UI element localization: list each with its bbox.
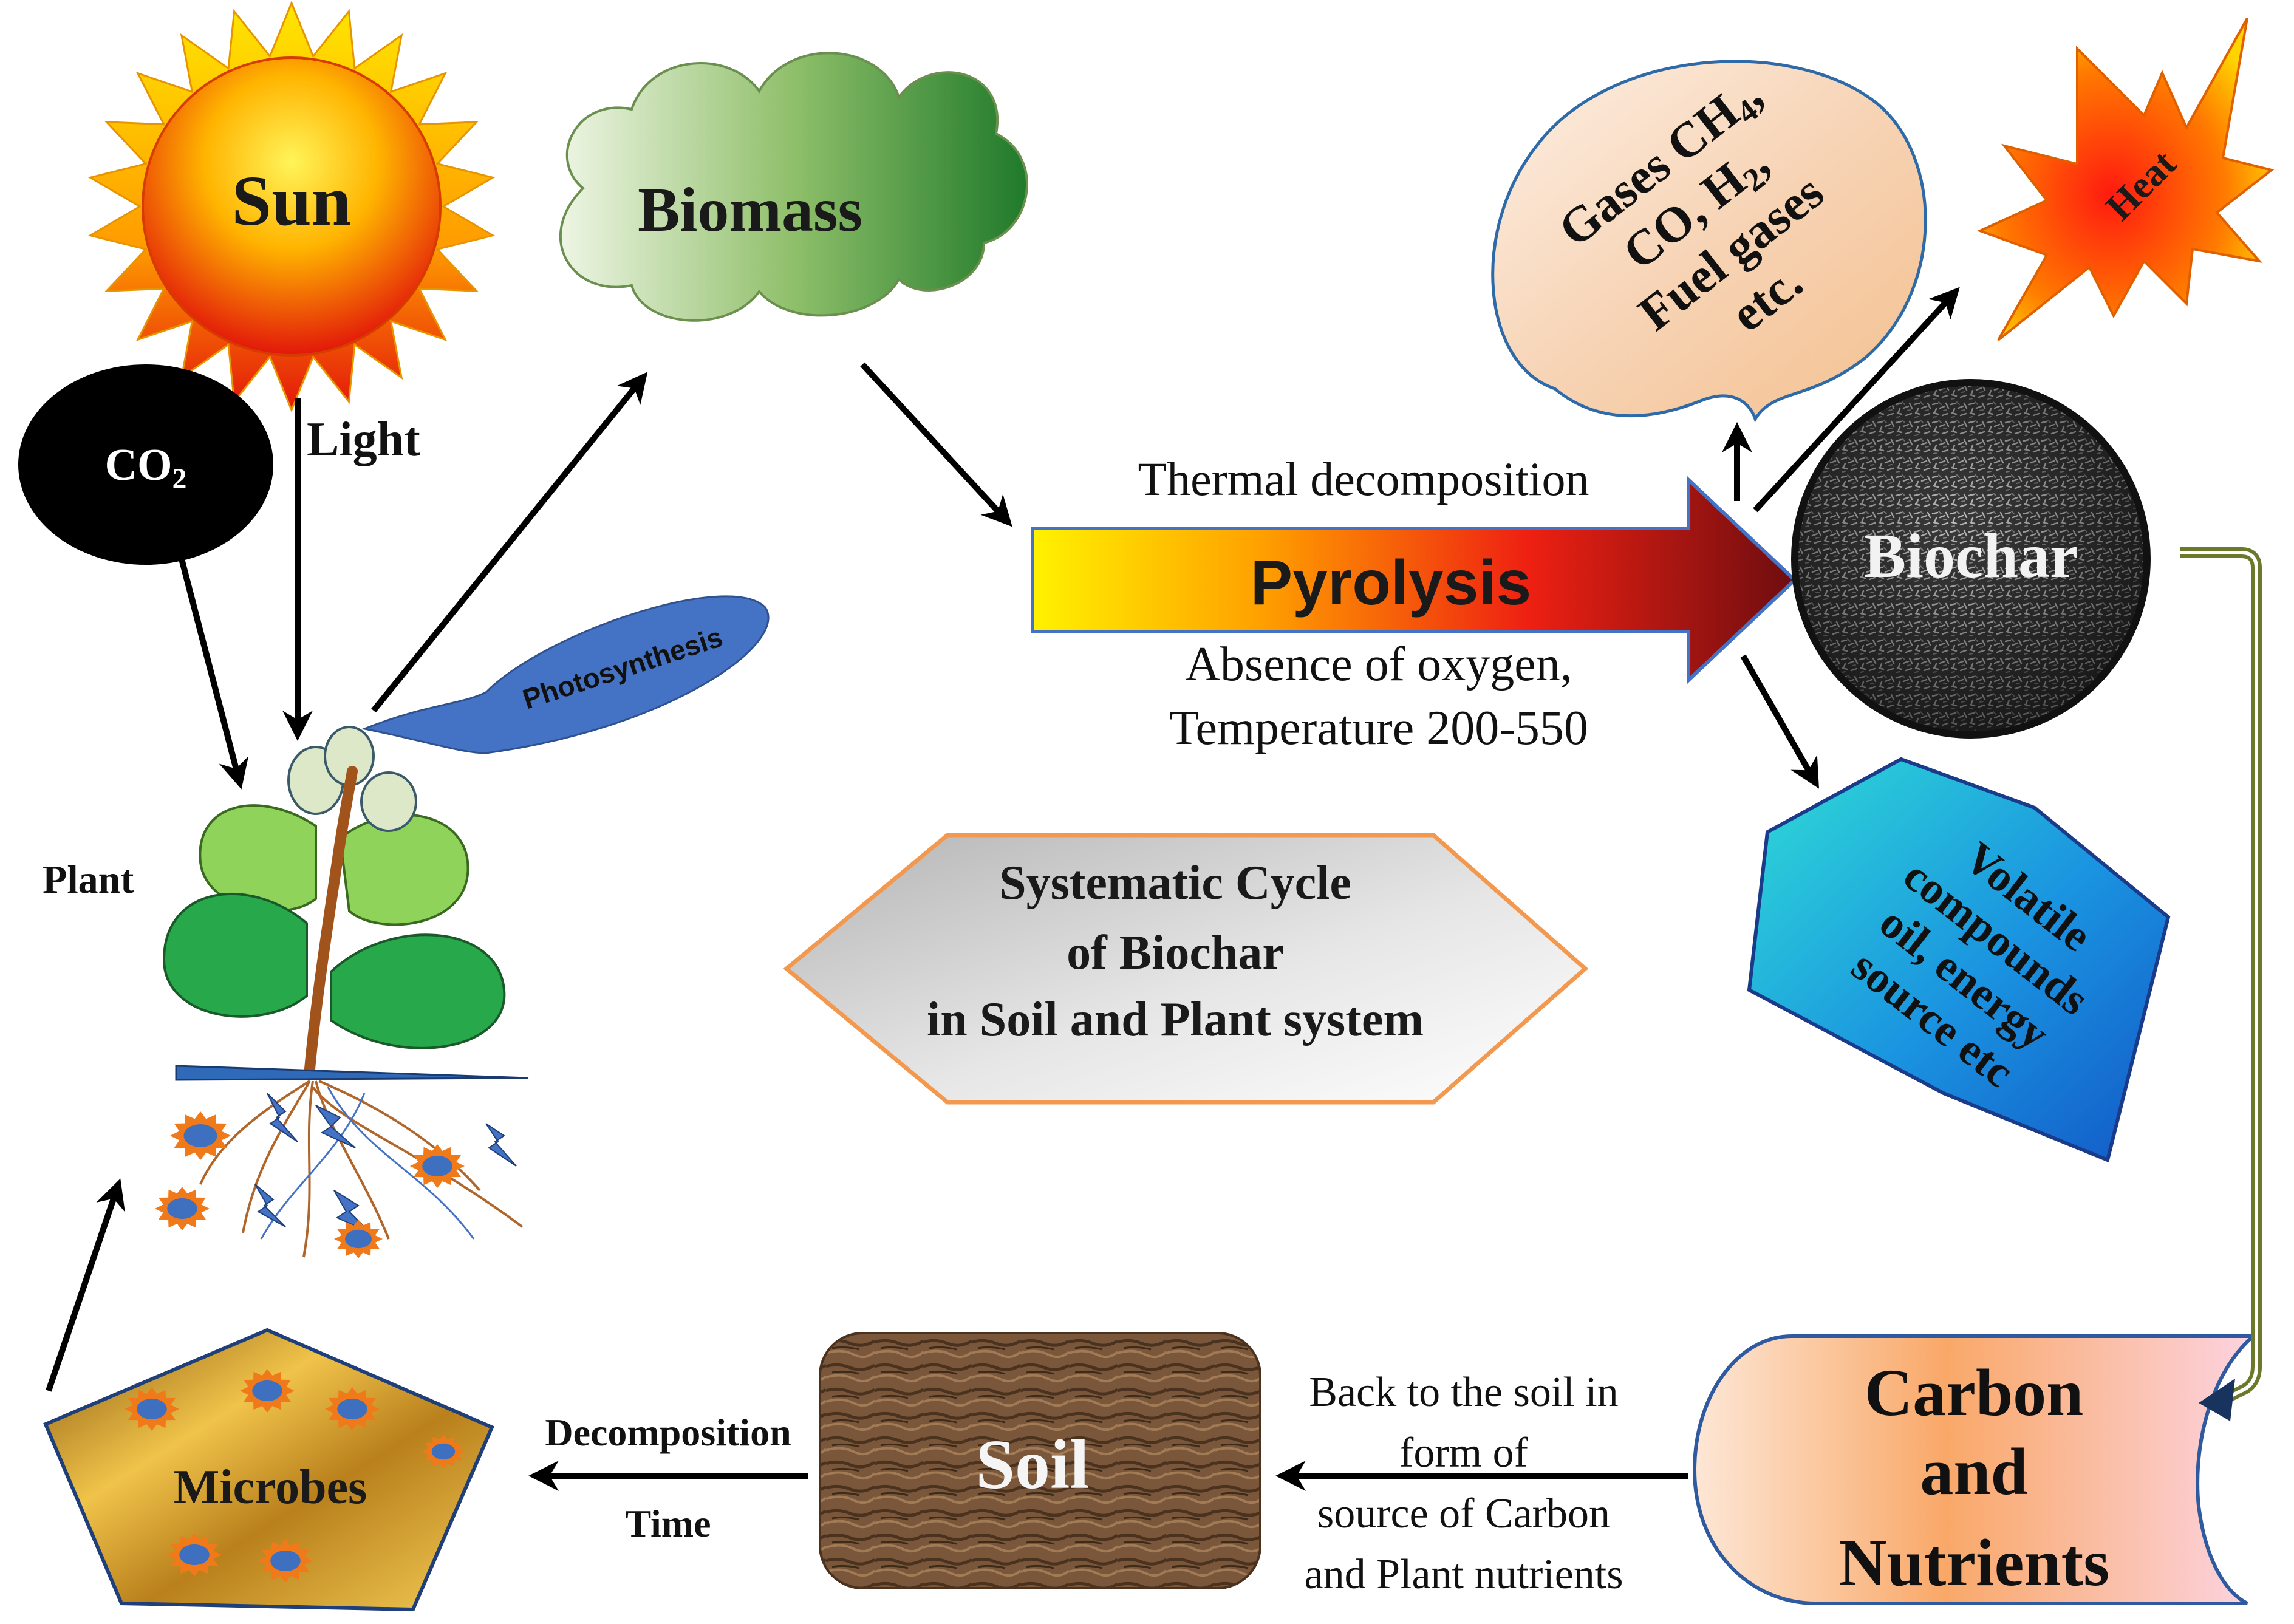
carbon-node: Carbon and Nutrients [1692, 1334, 2259, 1605]
root-microbe-0-inner [183, 1124, 217, 1147]
thermal-label: Thermal decomposition [1138, 452, 1589, 505]
pyrolysis-arrow [1031, 476, 1798, 684]
carbon-line-2: and [1920, 1435, 2027, 1509]
feedback-arrow [2180, 547, 2262, 1421]
root-microbe-1-inner [167, 1198, 197, 1220]
biomass-cloud [559, 52, 1028, 322]
pentagon-microbe-0-inner [137, 1398, 167, 1420]
heat-node: Heat [1976, 18, 2275, 341]
pentagon-microbe-5-inner [270, 1550, 301, 1572]
sun-node: Sun [87, 1, 496, 412]
carbon-line-3: Nutrients [1838, 1526, 2109, 1600]
arrow-co2-plant [176, 548, 249, 790]
back-line-1: Back to the soil in [1309, 1369, 1618, 1416]
gases-node: Gases CH4, CO, H2, Fuel gases etc. [1491, 60, 1927, 423]
cycle-hexagon [783, 833, 1589, 1105]
root-microbe-3-inner [345, 1229, 372, 1249]
leaf-lower-left [162, 893, 308, 1018]
soil-block [819, 1332, 1261, 1589]
time-label: Time [625, 1502, 711, 1545]
ground-line [175, 1065, 529, 1081]
leaf-lower-right [330, 933, 506, 1049]
heat-burst [1976, 18, 2275, 341]
pentagon-microbe-1-inner [252, 1380, 282, 1402]
microbes-label: Microbes [174, 1461, 367, 1514]
back-line-4: and Plant nutrients [1305, 1551, 1623, 1598]
flow-arrows [46, 287, 1960, 1491]
pentagon-microbe-2-inner [337, 1398, 367, 1420]
plant-node: Plant [43, 726, 529, 1258]
back-line-3: source of Carbon [1317, 1490, 1610, 1537]
photosynthesis-bubble [361, 595, 770, 754]
soil-node: Soil [819, 1332, 1261, 1589]
gases-bubble [1491, 60, 1927, 423]
root-microbes [155, 1111, 465, 1258]
arrow-plant-biomass [371, 372, 648, 713]
root-microbe-2-inner [422, 1155, 452, 1177]
sun-disc [142, 56, 442, 357]
cycle-line-3: in Soil and Plant system [927, 993, 1424, 1046]
plant-roots [199, 1080, 524, 1258]
biochar-shade [1798, 386, 2143, 731]
pyrolysis-node: Thermal decomposition Pyrolysis Absence … [1031, 452, 1798, 755]
carbon-line-1: Carbon [1865, 1356, 2084, 1430]
feedback-arrow-head [2199, 1379, 2235, 1421]
microbes-node: Microbes [43, 1328, 494, 1612]
absence-label-2: Temperature 200-550 [1169, 701, 1588, 755]
photosynthesis-node: Photosynthesis [361, 595, 770, 754]
co2-label: CO2 [105, 440, 187, 495]
cycle-line-2: of Biochar [1067, 926, 1284, 980]
light-label: Light [307, 413, 420, 466]
leaf-upper-right [338, 813, 469, 926]
soil-label: Soil [976, 1426, 1090, 1504]
volatile-node: Volatile compounds oil, energy source et… [1747, 757, 2171, 1163]
arrow-to-volatile [1740, 654, 1819, 789]
arrow-to-heat [1753, 287, 1960, 513]
pentagon-microbe-4-inner [179, 1544, 210, 1566]
cycle-node: Systematic Cycle of Biochar in Soil and … [783, 833, 1589, 1105]
co2-node: CO2 [18, 364, 273, 565]
biochar-node: Biochar [1791, 379, 2151, 739]
decomposition-label: Decomposition [545, 1411, 791, 1454]
biomass-node: Biomass [559, 52, 1028, 322]
cycle-line-1: Systematic Cycle [999, 856, 1351, 910]
pentagon-microbes [125, 1369, 465, 1583]
plant-label: Plant [43, 858, 134, 902]
absence-label-1: Absence of oxygen, [1185, 638, 1572, 691]
plant-stem [304, 766, 358, 1074]
pentagon-microbe-3-inner [431, 1443, 456, 1460]
carbon-scroll [1692, 1334, 2259, 1605]
volatile-hexagon [1747, 757, 2171, 1163]
co2-ellipse [18, 364, 273, 565]
pyrolysis-label: Pyrolysis [1251, 548, 1532, 618]
arrow-biomass-pyrolysis [860, 362, 1012, 527]
feedback-arrow-inner [2180, 551, 2258, 1402]
arrow-microbes-plant [46, 1178, 125, 1392]
biochar-label: Biochar [1864, 521, 2078, 591]
bud-3 [360, 771, 417, 832]
feedback-arrow-outer [2180, 547, 2262, 1405]
back-to-soil-text: Back to the soil in form of source of Ca… [1305, 1369, 1623, 1598]
back-line-2: form of [1399, 1430, 1529, 1476]
biomass-label: Biomass [638, 175, 862, 245]
sun-label: Sun [232, 161, 352, 241]
